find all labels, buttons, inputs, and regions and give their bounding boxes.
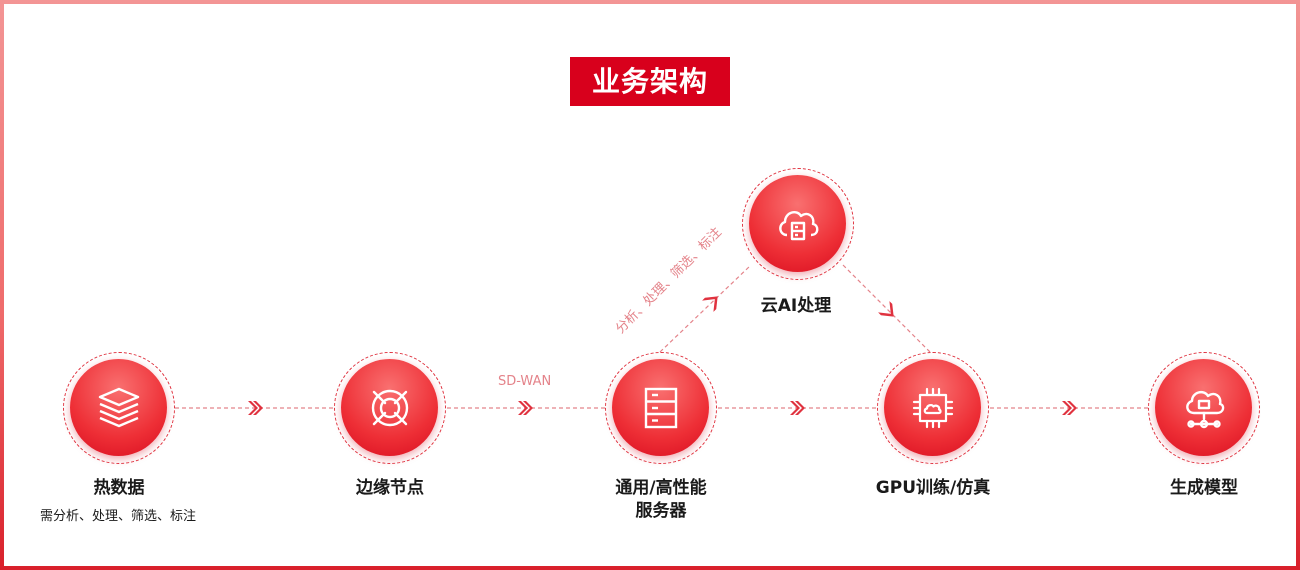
node-gpu xyxy=(877,352,989,464)
crosshair-icon xyxy=(371,389,408,426)
node-hot-data xyxy=(63,352,175,464)
label-server-line2: 服务器 xyxy=(635,501,687,521)
page-title: 业务架构 xyxy=(570,57,730,106)
edge-label-sdwan: SD-WAN xyxy=(498,374,552,389)
cloud-network-icon xyxy=(1185,390,1224,428)
node-edge xyxy=(334,352,446,464)
sublabel-hot-data: 需分析、处理、筛选、标注 xyxy=(39,509,196,524)
layers-icon xyxy=(98,387,139,427)
node-cloud-ai xyxy=(742,168,854,280)
label-edge-node: 边缘节点 xyxy=(356,478,424,498)
chip-icon xyxy=(912,387,953,428)
label-cloud-ai: 云AI处理 xyxy=(760,296,832,316)
server-icon xyxy=(644,387,677,428)
label-gpu: GPU训练/仿真 xyxy=(875,478,991,498)
node-model xyxy=(1148,352,1260,464)
label-server-line1: 通用/高性能 xyxy=(615,478,707,498)
label-generate-model: 生成模型 xyxy=(1170,478,1238,498)
cloud-server-icon xyxy=(778,210,818,240)
label-hot-data: 热数据 xyxy=(93,478,145,498)
node-server xyxy=(605,352,717,464)
